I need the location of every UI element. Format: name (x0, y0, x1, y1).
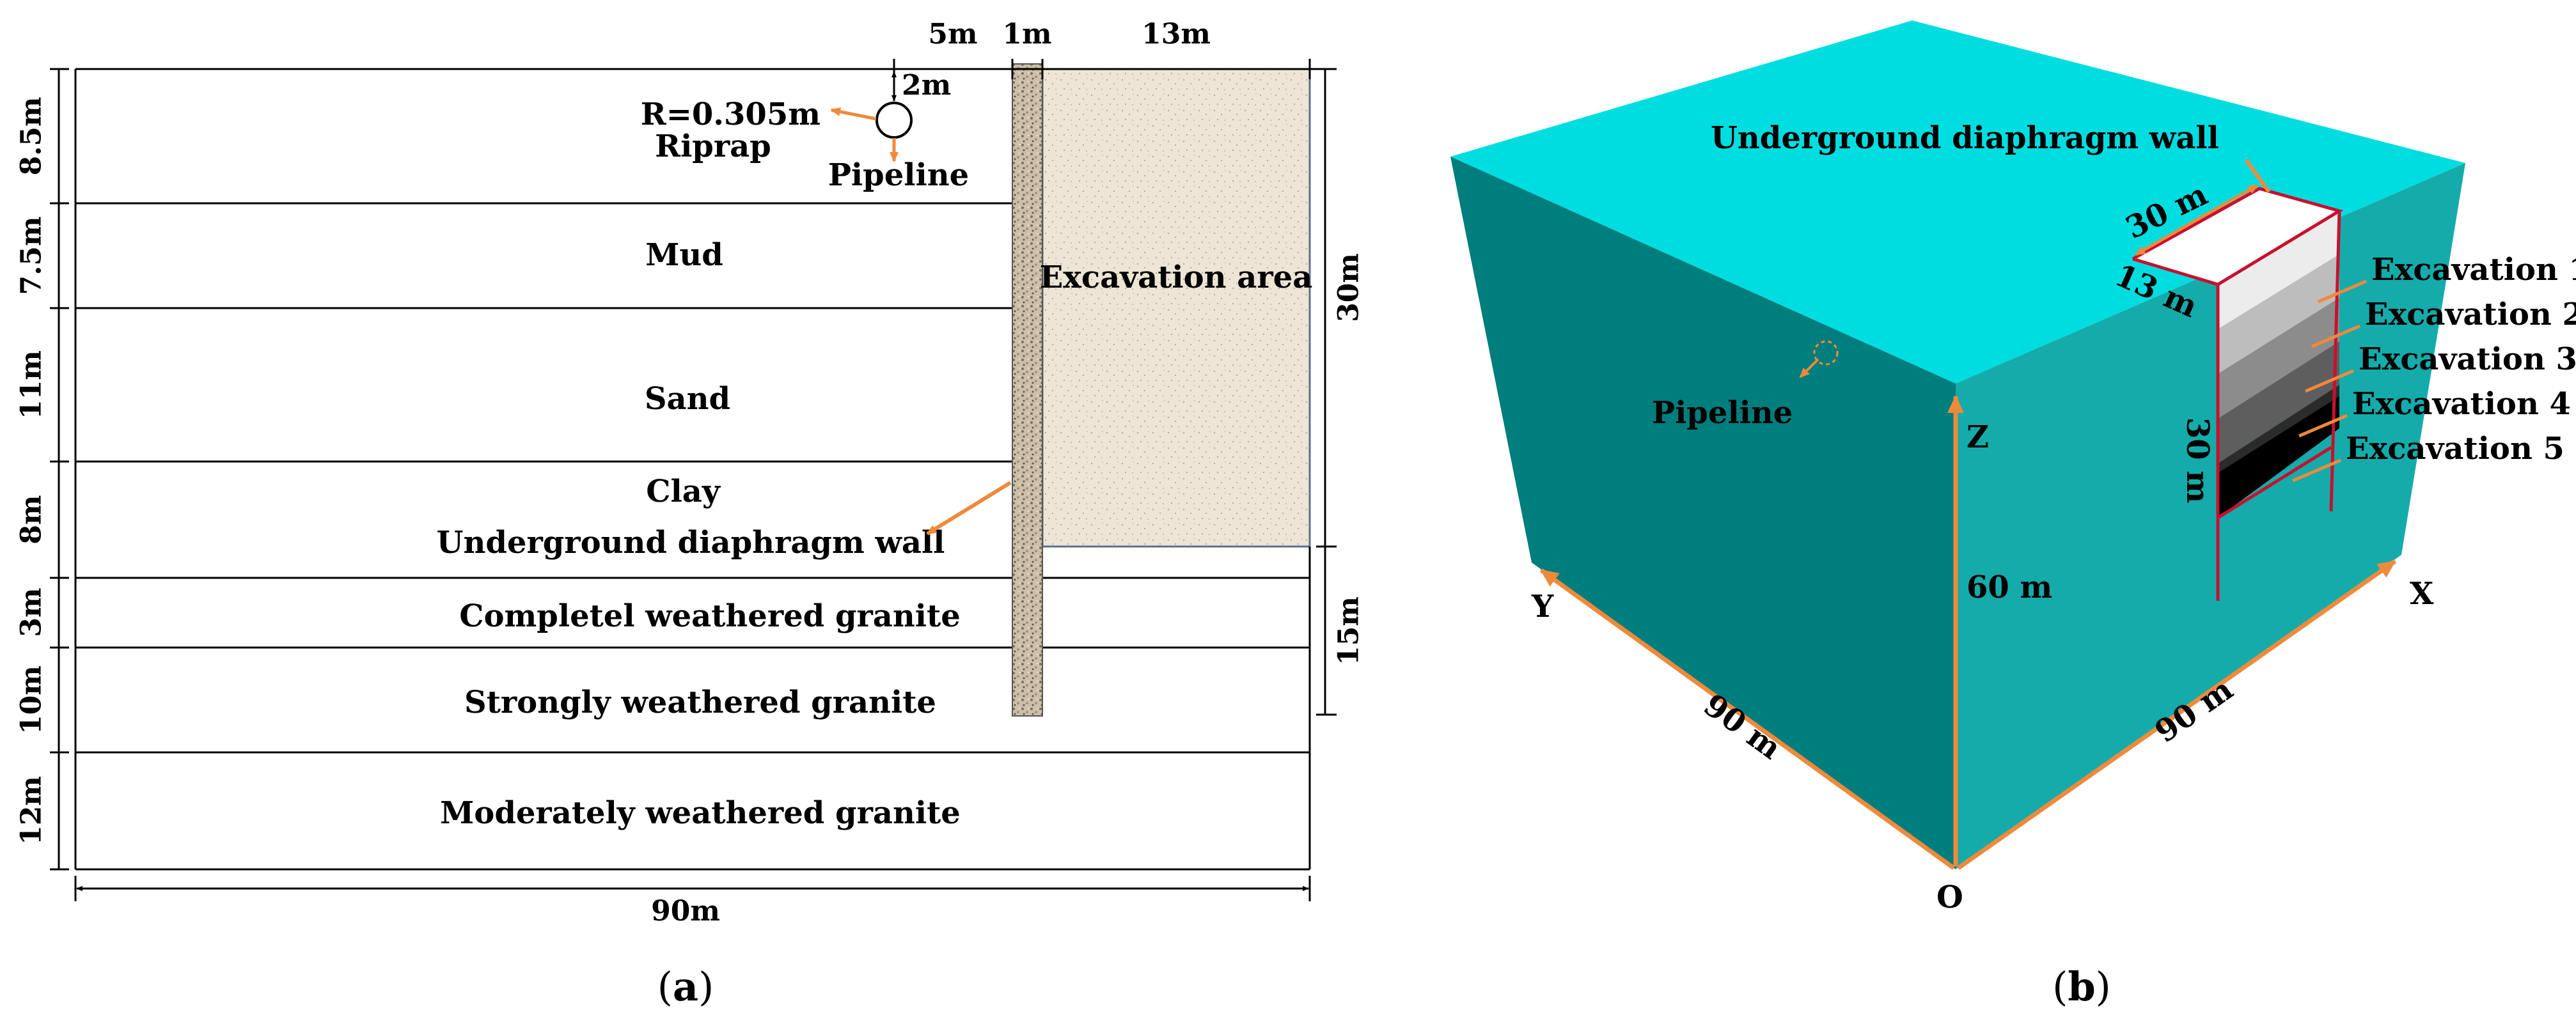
thickness-label-sand: 11m (15, 350, 48, 419)
panel-b: Underground diaphragm wall 30 m 13 m 30 … (1450, 20, 2576, 1010)
wall-label: Underground diaphragm wall (437, 525, 945, 561)
stage-arrow-4 (2298, 414, 2348, 438)
axis-label-x: X (2410, 576, 2434, 612)
x-axis (1956, 559, 2397, 870)
pipeline-marker-3d (1813, 340, 1839, 366)
thickness-label-strongly: 10m (15, 665, 48, 734)
axis-label-origin: O (1936, 880, 1963, 915)
layer-name-riprap: Riprap (655, 128, 771, 164)
thickness-label-moderately: 12m (15, 776, 48, 845)
pipeline-circle (876, 102, 913, 139)
layer-name-sand: Sand (645, 381, 730, 417)
diaphragm-wall (1012, 63, 1043, 717)
dim-label-1m: 1m (1002, 18, 1051, 50)
pit-layer-1 (2218, 211, 2339, 329)
wall-label-3d: Underground diaphragm wall (1711, 120, 2219, 156)
top-dimension (893, 59, 1324, 79)
y-axis (1539, 568, 1956, 870)
thickness-label-mud: 7.5m (15, 216, 48, 295)
stage-arrow-3 (2305, 369, 2354, 393)
caption-b: (b) (2052, 963, 2111, 1010)
excavation-stage-5: Excavation 5 (2346, 431, 2564, 467)
layer-name-strongly: Strongly weathered granite (464, 685, 936, 720)
width-label: 90m (651, 895, 720, 928)
right-dimension (1316, 68, 1337, 716)
pit-layers (2218, 211, 2339, 518)
pipe-radius-label: R=0.305m (641, 97, 821, 132)
box-top-face (1450, 20, 2465, 384)
dim-label-13m: 13m (1142, 18, 1211, 50)
panel-a: 8.5m 7.5m 11m 8m 3m 10m 12m Riprap Mud S… (15, 18, 1365, 1010)
excavation-stage-3: Excavation 3 (2359, 341, 2576, 377)
thickness-dimension (50, 68, 69, 871)
excavation-stage-1: Excavation 1 (2371, 252, 2576, 288)
dim-label-5m: 5m (928, 18, 977, 50)
thickness-label-riprap: 8.5m (15, 97, 48, 175)
excavation-area (1041, 68, 1311, 548)
dim-label-15m: 15m (1333, 596, 1365, 665)
dim-label-30m: 30m (1333, 253, 1365, 322)
pipe-depth-label: 2m (902, 69, 951, 102)
pipeline-label-3d: Pipeline (1652, 395, 1793, 431)
pit-depth-label: 30 m (2179, 417, 2215, 503)
wall-pointer-3d (2244, 159, 2271, 193)
axis-label-y: Y (1531, 589, 1554, 625)
pipeline-label: Pipeline (828, 157, 969, 193)
box-left-face (1450, 157, 1956, 869)
layer-name-completel: Completel weathered granite (459, 598, 960, 634)
box-height-label: 60 m (1967, 570, 2052, 605)
thickness-label-clay: 8m (15, 495, 48, 544)
layer-name-moderately: Moderately weathered granite (440, 795, 961, 831)
axis-label-z: Z (1967, 419, 1989, 455)
thickness-label-completel: 3m (15, 587, 48, 637)
excavation-stage-2: Excavation 2 (2365, 297, 2576, 332)
wall-pointer-arrow (926, 481, 1012, 536)
pit-layer-6 (2218, 396, 2339, 518)
layer-name-clay: Clay (646, 474, 721, 509)
stage-arrow-1 (2318, 279, 2367, 304)
excavation-stage-4: Excavation 4 (2352, 386, 2571, 422)
pipe-radius-arrow (830, 107, 877, 121)
pipeline-pointer-3d (1799, 358, 1819, 378)
stage-arrow-2 (2311, 324, 2360, 348)
pit-layer-2 (2218, 254, 2339, 374)
stage-arrow-5 (2292, 458, 2341, 483)
layer-name-mud: Mud (645, 237, 723, 273)
excavation-area-label: Excavation area (1040, 260, 1313, 295)
caption-a: (a) (657, 963, 714, 1010)
pit-length-arrow (2135, 183, 2259, 256)
layer-boundaries (74, 68, 1311, 871)
pit-layer-4 (2218, 341, 2339, 463)
pit-layer-3 (2218, 298, 2339, 419)
